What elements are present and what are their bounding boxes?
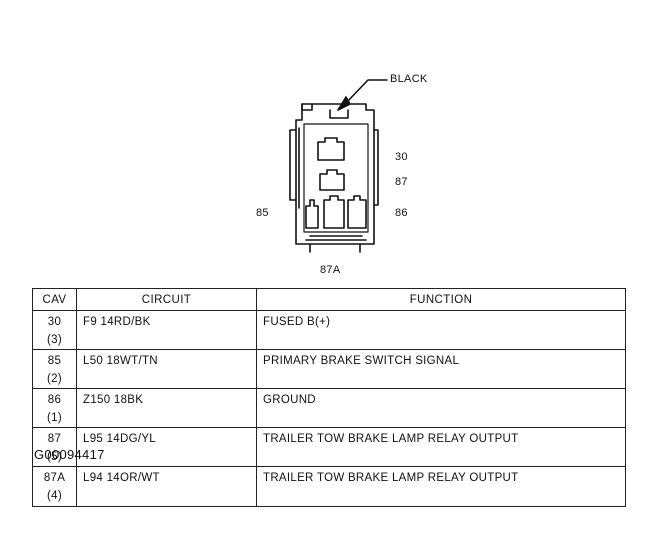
table-row: 87A (4) L94 14OR/WT TRAILER TOW BRAKE LA… — [32, 466, 626, 507]
cav-cell: 30 (3) — [32, 310, 77, 350]
figure-id: G00094417 — [34, 447, 105, 462]
function-cell: GROUND — [256, 388, 626, 428]
header-function: FUNCTION — [256, 288, 626, 311]
cav-cell: 87 (5) — [32, 427, 77, 467]
circuit-cell: L50 18WT/TN — [76, 349, 257, 389]
cav-cell: 87A (4) — [32, 466, 77, 507]
callout-label-black: BLACK — [390, 73, 428, 85]
circuit-cell: L94 14OR/WT — [76, 466, 257, 507]
pin-label-87a: 87A — [320, 264, 341, 276]
connector-diagram: BLACK 30 87 85 86 87A — [256, 73, 428, 276]
cav-cell: 85 (2) — [32, 349, 77, 389]
header-cav: CAV — [32, 288, 77, 311]
table-row: 30 (3) F9 14RD/BK FUSED B(+) — [32, 310, 626, 350]
cav-cell: 86 (1) — [32, 388, 77, 428]
function-cell: TRAILER TOW BRAKE LAMP RELAY OUTPUT — [256, 466, 626, 507]
pinout-table: CAV CIRCUIT FUNCTION 30 (3) F9 14RD/BK F… — [32, 288, 626, 507]
table-row: 85 (2) L50 18WT/TN PRIMARY BRAKE SWITCH … — [32, 349, 626, 389]
function-cell: TRAILER TOW BRAKE LAMP RELAY OUTPUT — [256, 427, 626, 467]
circuit-cell: F9 14RD/BK — [76, 310, 257, 350]
function-cell: PRIMARY BRAKE SWITCH SIGNAL — [256, 349, 626, 389]
table-header-row: CAV CIRCUIT FUNCTION — [32, 288, 626, 311]
circuit-cell: Z150 18BK — [76, 388, 257, 428]
pin-label-30: 30 — [395, 151, 408, 163]
table-row: 86 (1) Z150 18BK GROUND — [32, 388, 626, 428]
pin-label-85: 85 — [256, 207, 269, 219]
pin-label-86: 86 — [395, 207, 408, 219]
pin-label-87: 87 — [395, 176, 408, 188]
circuit-cell: L95 14DG/YL — [76, 427, 257, 467]
function-cell: FUSED B(+) — [256, 310, 626, 350]
connector-drawing — [289, 79, 388, 253]
table-row: 87 (5) L95 14DG/YL TRAILER TOW BRAKE LAM… — [32, 427, 626, 467]
header-circuit: CIRCUIT — [76, 288, 257, 311]
